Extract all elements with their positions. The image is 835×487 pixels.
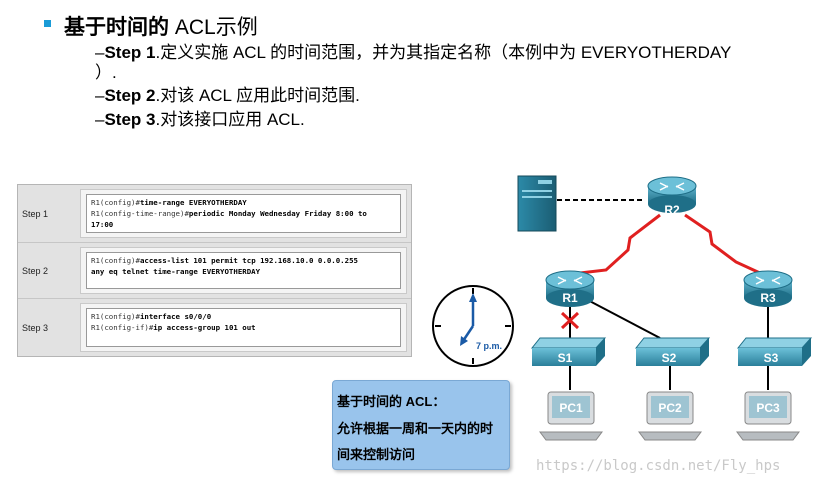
config-row-step3: Step 3 R1(config)#interface s0/0/0 R1(co… — [18, 299, 411, 356]
svg-text:R3: R3 — [760, 291, 776, 305]
row-divider — [18, 242, 411, 243]
switch-s1-icon: S1 — [530, 337, 607, 366]
pc1-icon: PC1 — [539, 391, 603, 441]
clock-icon: 7 p.m. — [432, 285, 514, 367]
router-r2-icon: R2 — [647, 176, 697, 217]
step-2-text: –Step 2.对该 ACL 应用此时间范围. — [95, 86, 360, 105]
config-commands-step2: R1(config)#access-list 101 permit tcp 19… — [86, 252, 401, 289]
svg-text:PC2: PC2 — [658, 401, 682, 415]
step-3-text: –Step 3.对该接口应用 ACL. — [95, 110, 305, 129]
config-row-label: Step 1 — [22, 208, 49, 219]
step-1-text-cont: ）. — [95, 63, 117, 82]
config-row-label: Step 3 — [22, 322, 49, 333]
config-row-step2: Step 2 R1(config)#access-list 101 permit… — [18, 243, 411, 298]
serial-link-r2-r3 — [684, 213, 761, 275]
network-topology: R2 R1 R3 S1 S2 S3 PC1 — [517, 175, 813, 441]
config-row-step1: Step 1 R1(config)#time-range EVERYOTHERD… — [18, 185, 411, 242]
bullet-square-icon — [44, 20, 51, 27]
blocked-x-icon — [560, 311, 580, 330]
svg-text:PC1: PC1 — [559, 401, 583, 415]
server-icon — [517, 175, 557, 232]
watermark-text: https://blog.csdn.net/Fly_hps — [536, 458, 781, 474]
callout-line-1: 允许根据一周和一天内的时 — [337, 421, 494, 436]
step-1-text: –Step 1.定义实施 ACL 的时间范围，并为其指定名称（本例中为 EVER… — [95, 43, 732, 62]
switch-s3-icon: S3 — [736, 337, 813, 366]
svg-text:PC3: PC3 — [756, 401, 780, 415]
router-r3-icon: R3 — [743, 270, 793, 307]
clock-time-label: 7 p.m. — [476, 341, 502, 351]
config-commands-step3: R1(config)#interface s0/0/0 R1(config-if… — [86, 308, 401, 347]
pc2-icon: PC2 — [638, 391, 702, 441]
row-divider — [18, 298, 411, 299]
callout-line-2: 间来控制访问 — [337, 447, 416, 462]
svg-text:R2: R2 — [664, 203, 680, 217]
svg-text:S1: S1 — [558, 351, 573, 365]
svg-text:R1: R1 — [562, 291, 578, 305]
page-title: 基于时间的 ACL示例 — [64, 16, 258, 39]
callout-title: 基于时间的 ACL： — [337, 394, 446, 409]
config-commands-step1: R1(config)#time-range EVERYOTHERDAY R1(c… — [86, 194, 401, 233]
svg-text:S2: S2 — [662, 351, 677, 365]
link-r1-s2 — [581, 296, 661, 339]
pc3-icon: PC3 — [736, 391, 800, 441]
serial-link-r2-r1 — [579, 213, 661, 275]
config-row-label: Step 2 — [22, 265, 49, 276]
callout-box: 基于时间的 ACL： 允许根据一周和一天内的时 间来控制访问 — [332, 380, 510, 470]
config-table: Step 1 R1(config)#time-range EVERYOTHERD… — [17, 184, 412, 357]
svg-text:S3: S3 — [764, 351, 779, 365]
switch-s2-icon: S2 — [634, 337, 711, 366]
router-r1-icon: R1 — [545, 270, 595, 307]
